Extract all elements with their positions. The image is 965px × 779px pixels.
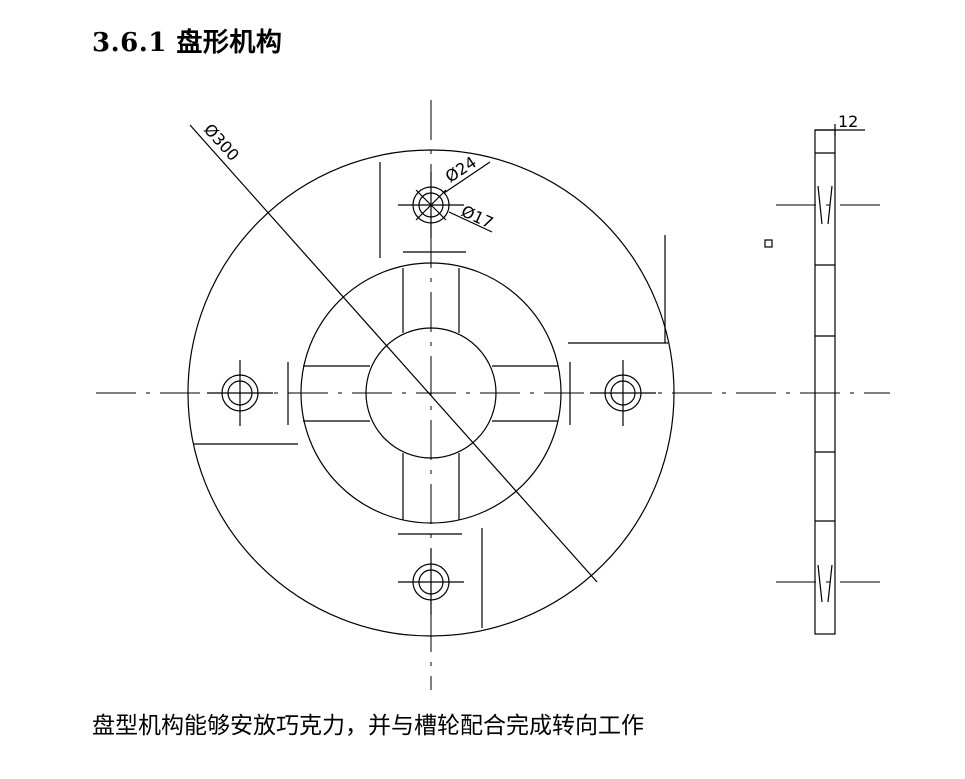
section-title: 3.6.1 盘形机构 bbox=[92, 28, 283, 58]
dimension-thickness: 12 bbox=[838, 112, 858, 131]
side-view bbox=[764, 124, 865, 635]
figure-caption: 盘型机构能够安放巧克力，并与槽轮配合完成转向工作 bbox=[92, 713, 644, 739]
dimension-outer-diameter: Ø300 bbox=[200, 120, 243, 165]
dimension-hole-inner: Ø17 bbox=[458, 201, 496, 232]
